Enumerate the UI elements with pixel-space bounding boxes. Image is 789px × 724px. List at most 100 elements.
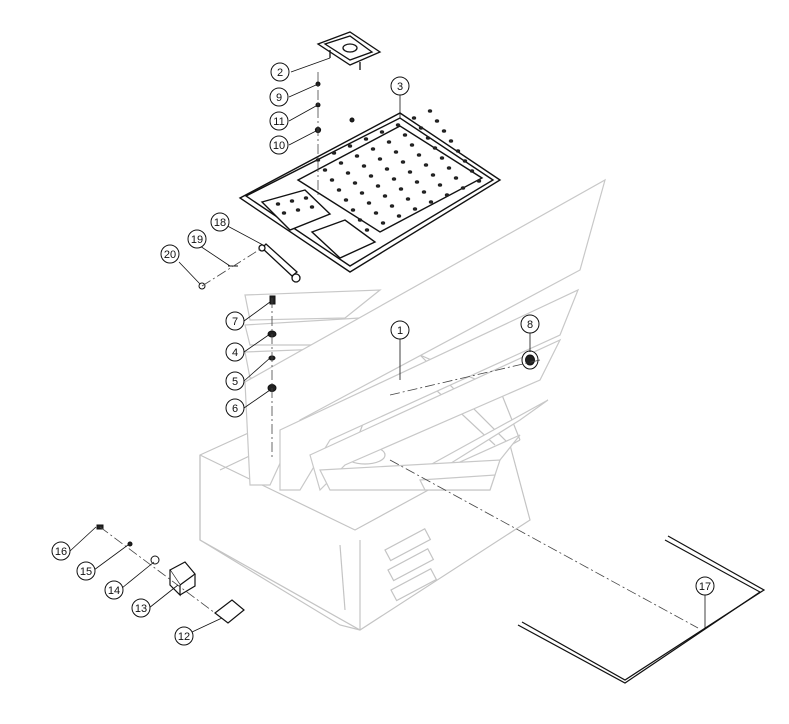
lid-hole [476, 179, 482, 183]
callout-circle [160, 244, 180, 264]
lid-hole [357, 218, 363, 222]
lid-hole [448, 139, 454, 143]
lid-hole [469, 169, 475, 173]
lid-hole [354, 154, 360, 158]
callout-hinge-bracket: 13 [131, 598, 151, 618]
callout-label: 2 [277, 67, 283, 79]
insulation-panels [244, 178, 606, 492]
lid-hole [322, 168, 328, 172]
lid-hole [455, 149, 461, 153]
lid-hole [414, 180, 420, 184]
lid-hole [377, 157, 383, 161]
lid-hole [352, 181, 358, 185]
callout-lock-washer: 5 [225, 371, 245, 391]
lid-hole [437, 183, 443, 187]
lid-hole [336, 188, 342, 192]
callout-circle [269, 135, 289, 155]
callout-screw: 16 [51, 541, 71, 561]
lid-hole [425, 136, 431, 140]
lid-hole [329, 178, 335, 182]
lid-hole [441, 129, 447, 133]
hinge-bracket [169, 561, 196, 597]
callout-perforated-lid-plate: 3 [390, 76, 410, 96]
lid-hole [393, 150, 399, 154]
callout-label: 3 [397, 81, 403, 93]
lid-hole [303, 196, 309, 200]
lid-hole [350, 208, 356, 212]
lid-hole [373, 211, 379, 215]
callout-circle [390, 320, 410, 340]
callout-label: 13 [135, 603, 147, 615]
center-lines [99, 72, 699, 629]
callout-circle [270, 62, 290, 82]
callout-circle [225, 371, 245, 391]
callout-label: 9 [276, 92, 282, 104]
callout-label: 18 [214, 217, 226, 229]
lid-hole [421, 190, 427, 194]
lid-hole [418, 126, 424, 130]
lid-hole [416, 153, 422, 157]
lid-hole [295, 208, 301, 212]
lid-hole [345, 171, 351, 175]
callout-washer: 4 [225, 342, 245, 362]
lid-hole [364, 228, 370, 232]
callout-seal-strip: 17 [695, 576, 715, 596]
callout-small-washer: 9 [269, 87, 289, 107]
lid-hole [460, 186, 466, 190]
lid-hole [382, 194, 388, 198]
lid-hole [432, 146, 438, 150]
callout-label: 4 [232, 347, 238, 359]
perforated-lid-plate [238, 112, 502, 273]
callout-circle [695, 576, 715, 596]
hinge-rod [258, 243, 301, 283]
lid-hole [379, 130, 385, 134]
callout-circle [76, 561, 96, 581]
callout-label: 5 [232, 376, 238, 388]
callout-label: 7 [232, 316, 238, 328]
callout-small-nut: 10 [269, 135, 289, 155]
lid-hole [359, 191, 365, 195]
callout-label: 8 [527, 319, 533, 331]
lid-hole [275, 202, 281, 206]
lid-hole [434, 119, 440, 123]
callout-label: 1 [397, 325, 403, 337]
lid-hole [391, 177, 397, 181]
callout-circle [104, 580, 124, 600]
callout-label: 16 [55, 546, 67, 558]
callout-label: 6 [232, 403, 238, 415]
callout-small-lock-washer: 11 [269, 111, 289, 131]
lid-hole [407, 170, 413, 174]
plate [214, 599, 245, 624]
lid-hole [427, 109, 433, 113]
lid-hole [315, 158, 321, 162]
lid-hole [309, 205, 315, 209]
lid-hole [398, 187, 404, 191]
lid-hole [389, 204, 395, 208]
lid-hole [428, 200, 434, 204]
lid-hole [281, 211, 287, 215]
callout-split-pin: 19 [187, 229, 207, 249]
lid-hole [453, 176, 459, 180]
callout-label: 14 [108, 585, 120, 597]
callout-circle [225, 342, 245, 362]
callout-label: 12 [178, 631, 190, 643]
callout-insulation-panel-set: 1 [390, 320, 410, 340]
callout-label: 10 [273, 140, 285, 152]
lid-hole [412, 207, 418, 211]
lid-hole [386, 140, 392, 144]
callout-label: 17 [699, 581, 711, 593]
callout-circle [390, 76, 410, 96]
callout-label: 15 [80, 566, 92, 578]
callout-hinge-rod: 18 [210, 212, 230, 232]
callout-circle [187, 229, 207, 249]
lid-hole [375, 184, 381, 188]
lid-hole [380, 221, 386, 225]
callout-grommet: 8 [520, 314, 540, 334]
lid-hole [368, 174, 374, 178]
callout-nut: 6 [225, 398, 245, 418]
callout-circle [225, 398, 245, 418]
lid-hole [384, 167, 390, 171]
callout-plate: 12 [174, 626, 194, 646]
